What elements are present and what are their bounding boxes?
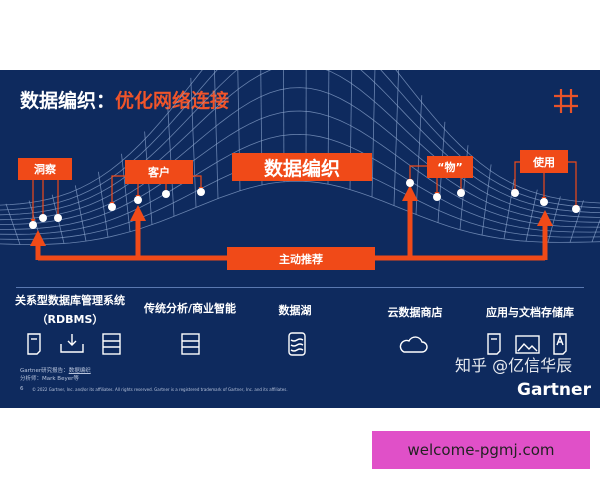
section-data-lake: 数据湖 — [278, 304, 312, 317]
data-node — [39, 214, 47, 222]
mesh-line — [393, 70, 400, 206]
mesh-line — [0, 70, 600, 206]
mesh-line — [0, 70, 600, 211]
slide: 数据编织：优化网络连接 洞察 客户 数据编织 “物” 使用 主动推荐 关系型数据… — [0, 70, 600, 408]
up-arrow-head — [402, 185, 418, 201]
title-accent: 优化网络连接 — [115, 90, 230, 112]
fabric-mesh — [0, 70, 600, 261]
document-icon — [27, 333, 41, 355]
icons-row — [27, 332, 567, 356]
section-app-doc: 应用与文档存储库 — [486, 306, 574, 319]
page-number: 6 — [20, 386, 24, 392]
server-icon — [102, 333, 121, 355]
source-link[interactable]: 数据编织 — [68, 368, 91, 374]
data-node — [108, 203, 116, 211]
mesh-line — [98, 171, 109, 238]
mesh-line — [503, 179, 515, 240]
data-node — [406, 179, 414, 187]
label-active-recommendation: 主动推荐 — [227, 247, 375, 270]
url-badge[interactable]: welcome-pgmj.com — [372, 431, 590, 469]
copyright: © 2022 Gartner, Inc. and/or its affiliat… — [32, 387, 288, 392]
mesh-line — [481, 164, 492, 236]
mesh-line — [0, 110, 600, 230]
mesh-line — [0, 133, 600, 235]
source-line: Gartner研究报告：数据编织 — [20, 368, 91, 375]
mesh-line — [74, 185, 87, 242]
data-node — [29, 221, 37, 229]
up-arrow-head — [130, 205, 146, 221]
section-rdbms: 关系型数据库管理系统 （RDBMS） — [5, 292, 135, 327]
connector-arrow — [409, 165, 427, 182]
mesh-line — [214, 70, 219, 199]
cloud-icon — [399, 336, 428, 353]
analyst: 分析师：Mark Beyer等 — [20, 376, 79, 382]
document-icon — [487, 333, 501, 355]
label-things: “物” — [427, 156, 473, 178]
data-node — [511, 189, 519, 197]
section-label: 关系型数据库管理系统 — [15, 294, 125, 307]
mesh-line — [283, 70, 285, 182]
mesh-line — [0, 70, 600, 216]
mesh-line — [415, 95, 423, 215]
connector-arrow — [111, 175, 125, 205]
gartner-fabric-icon — [554, 89, 578, 113]
mesh-line — [371, 70, 376, 198]
server-icon — [181, 333, 200, 355]
data-node — [54, 214, 62, 222]
label-customer: 客户 — [125, 160, 193, 184]
mesh-line — [5, 203, 21, 245]
mesh-line — [591, 219, 600, 243]
section-bi: 传统分析/商业智能 — [143, 302, 237, 315]
gartner-logo: Gartner — [517, 380, 591, 400]
data-node — [457, 189, 465, 197]
mesh-line — [547, 196, 561, 243]
mesh-line — [0, 70, 600, 221]
data-node — [572, 205, 580, 213]
mesh-line — [121, 153, 131, 232]
download-tray-icon — [60, 334, 84, 353]
section-sublabel: （RDBMS） — [36, 313, 104, 326]
label-insight: 洞察 — [18, 158, 72, 180]
label-data-fabric: 数据编织 — [232, 153, 372, 181]
mesh-line — [0, 180, 600, 246]
data-node — [134, 196, 142, 204]
connector-arrow — [568, 161, 577, 208]
label-use: 使用 — [520, 150, 568, 173]
data-node — [197, 188, 205, 196]
slide-title: 数据编织：优化网络连接 — [20, 86, 229, 113]
text-file-icon — [553, 333, 567, 355]
up-arrow-head — [537, 210, 553, 226]
watermark: 知乎 @亿信华辰 — [455, 356, 573, 375]
data-node — [162, 190, 170, 198]
image-icon — [515, 335, 540, 354]
data-node — [540, 198, 548, 206]
mesh-line — [190, 77, 197, 208]
mesh-line — [569, 200, 584, 243]
connector-arrow — [193, 175, 202, 190]
source-prefix: Gartner研究报告： — [20, 368, 69, 374]
database-icon — [288, 332, 306, 356]
section-cloud-store: 云数据商店 — [387, 306, 443, 319]
mesh-line — [0, 87, 600, 225]
data-node — [433, 193, 441, 201]
divider — [16, 287, 584, 288]
up-arrow-head — [30, 230, 46, 246]
mesh-line — [525, 189, 538, 242]
title-main: 数据编织： — [20, 90, 116, 112]
connector-arrow — [514, 161, 520, 192]
